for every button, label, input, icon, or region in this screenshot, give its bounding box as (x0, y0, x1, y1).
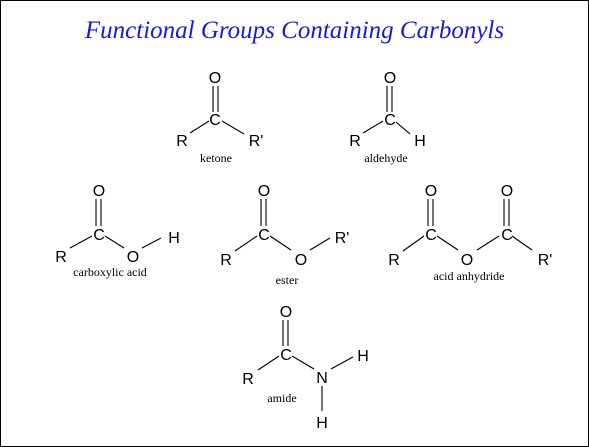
ketone-r-atom: R (176, 133, 188, 150)
ester-r-prime-atom: R' (335, 230, 350, 247)
ketone-label: ketone (200, 151, 232, 165)
anhydride-r-atom: R (388, 252, 400, 269)
aldehyde-h-atom: H (414, 133, 426, 150)
acid-anhydride-label: acid anhydride (434, 269, 505, 283)
amide-lower-h-atom: H (316, 415, 328, 432)
aldehyde-carbon-atom: C (384, 112, 396, 129)
aldehyde-structure: O C R H aldehyde (349, 70, 426, 165)
amide-label: amide (267, 391, 296, 405)
acid-anhydride-structure: O C R O C O R' acid anhydride (388, 183, 552, 283)
carboxylic-acid-h-atom: H (168, 230, 180, 247)
anhydride-right-carbonyl-oxygen-atom: O (501, 183, 513, 200)
carboxylic-acid-carbon-atom: C (93, 227, 105, 244)
aldehyde-r-atom: R (349, 133, 361, 150)
anhydride-left-carbon-atom: C (425, 227, 437, 244)
ketone-r-prime-atom: R' (249, 133, 264, 150)
ketone-carbon-atom: C (209, 112, 221, 129)
aldehyde-label: aldehyde (364, 151, 407, 165)
carboxylic-acid-hydroxyl-oxygen-atom: O (127, 249, 139, 266)
amide-structure: O C R N H H amide (242, 304, 369, 432)
ester-carbon-atom: C (258, 227, 270, 244)
carboxylic-acid-label: carboxylic acid (73, 265, 147, 279)
anhydride-right-carbon-atom: C (501, 227, 513, 244)
amide-carbon-atom: C (280, 347, 292, 364)
anhydride-r-prime-atom: R' (538, 252, 553, 269)
carboxylic-acid-r-atom: R (55, 249, 67, 266)
amide-r-atom: R (242, 371, 254, 388)
anhydride-bridging-oxygen-atom: O (461, 252, 473, 269)
slide-title: Functional Groups Containing Carbonyls (84, 17, 505, 44)
carboxylic-acid-structure: O C R O H carboxylic acid (55, 183, 180, 279)
ester-structure: O C R O R' ester (220, 183, 349, 287)
ester-alkoxy-oxygen-atom: O (295, 252, 307, 269)
anhydride-left-carbonyl-oxygen-atom: O (425, 183, 437, 200)
amide-oxygen-atom: O (280, 304, 292, 321)
ester-carbonyl-oxygen-atom: O (258, 183, 270, 200)
carboxylic-acid-carbonyl-oxygen-atom: O (93, 183, 105, 200)
ester-label: ester (276, 273, 299, 287)
aldehyde-oxygen-atom: O (384, 70, 396, 87)
ketone-oxygen-atom: O (209, 70, 221, 87)
amide-nitrogen-atom: N (316, 370, 328, 387)
ester-r-atom: R (220, 252, 232, 269)
ketone-structure: O C R R' ketone (176, 70, 263, 165)
amide-upper-h-atom: H (357, 348, 369, 365)
